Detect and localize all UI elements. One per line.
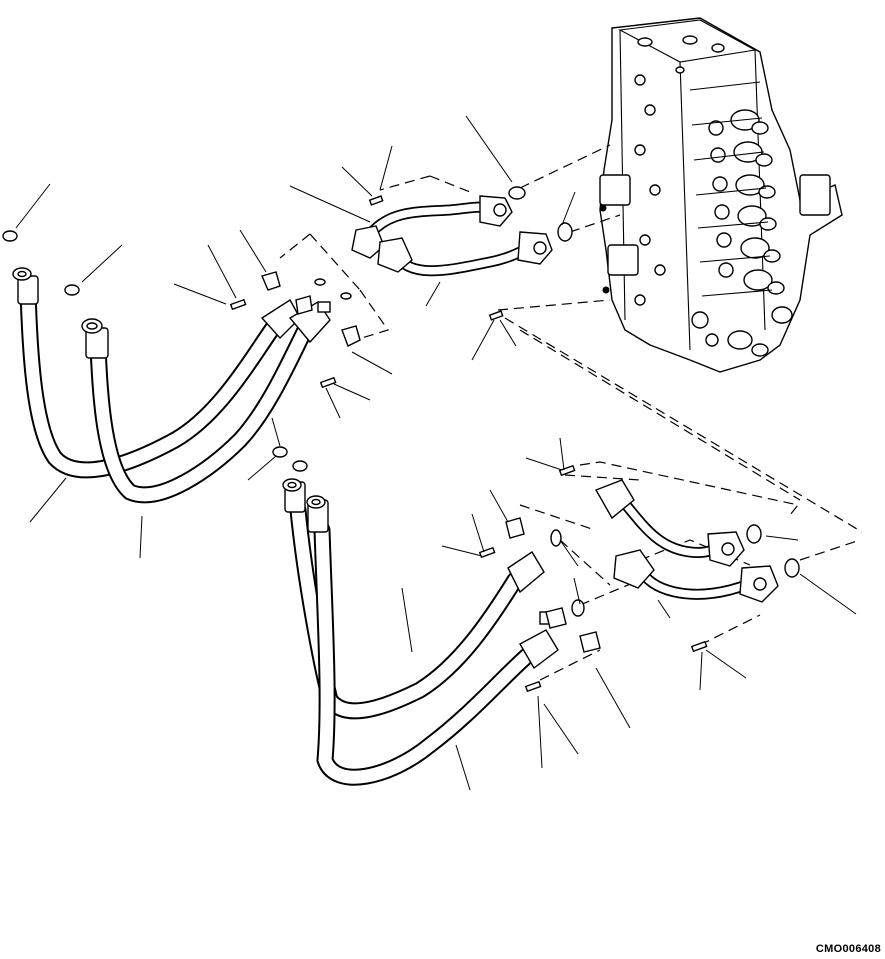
lower-hose-2 (313, 521, 537, 786)
lower-steel-tube-2 (613, 549, 779, 603)
upper-hose-2 (89, 321, 314, 504)
upper-hose-1 (19, 281, 284, 479)
lower-flange-bolts (478, 464, 708, 693)
upper-steel-tube-2 (377, 231, 553, 277)
upper-flange-bolts (229, 195, 504, 389)
upper-steel-tube-1 (351, 195, 513, 259)
lower-o-rings (272, 446, 800, 617)
control-valve-assembly (599, 17, 843, 373)
drawing-reference-code: CMO006408 (815, 943, 881, 955)
lower-steel-tube-1 (594, 479, 745, 567)
upper-hose-fittings (12, 267, 331, 359)
valve-spool-caps (727, 109, 793, 357)
upper-o-rings (2, 186, 573, 296)
valve-ports (599, 74, 831, 347)
lower-hose-fittings (282, 478, 559, 670)
lower-hose-1 (289, 501, 524, 720)
callout-leader-lines (15, 115, 857, 791)
